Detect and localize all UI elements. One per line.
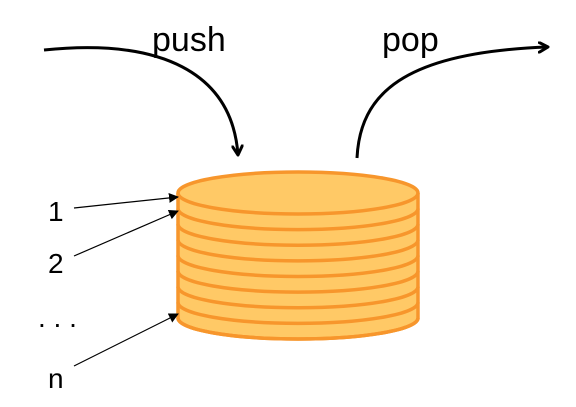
index-label-1: 1 <box>48 196 64 227</box>
plate-edge <box>176 208 420 232</box>
pointer-1-arrow-icon <box>73 192 179 209</box>
plate-edge <box>176 239 420 263</box>
stack-body <box>178 193 418 339</box>
plate-edge <box>176 223 420 247</box>
pointer-n-arrow-icon <box>73 313 179 367</box>
plate-bands <box>176 208 420 341</box>
top-plate <box>176 170 420 216</box>
push-label: push <box>152 21 226 59</box>
plate-edge <box>176 286 420 310</box>
pop-arrow-icon <box>355 47 548 159</box>
plate-stack <box>176 170 420 341</box>
plate-edge <box>176 255 420 279</box>
pointer-2-arrow-icon <box>73 209 179 257</box>
plate-edge <box>176 302 420 326</box>
index-label-ellipsis: . . . <box>38 302 77 333</box>
push-arrow-icon <box>43 46 238 155</box>
index-label-2: 2 <box>48 248 64 279</box>
pop-label: pop <box>382 21 439 59</box>
plate-edge <box>176 270 420 294</box>
plate-edge <box>176 317 420 341</box>
index-label-n: n <box>48 363 64 394</box>
